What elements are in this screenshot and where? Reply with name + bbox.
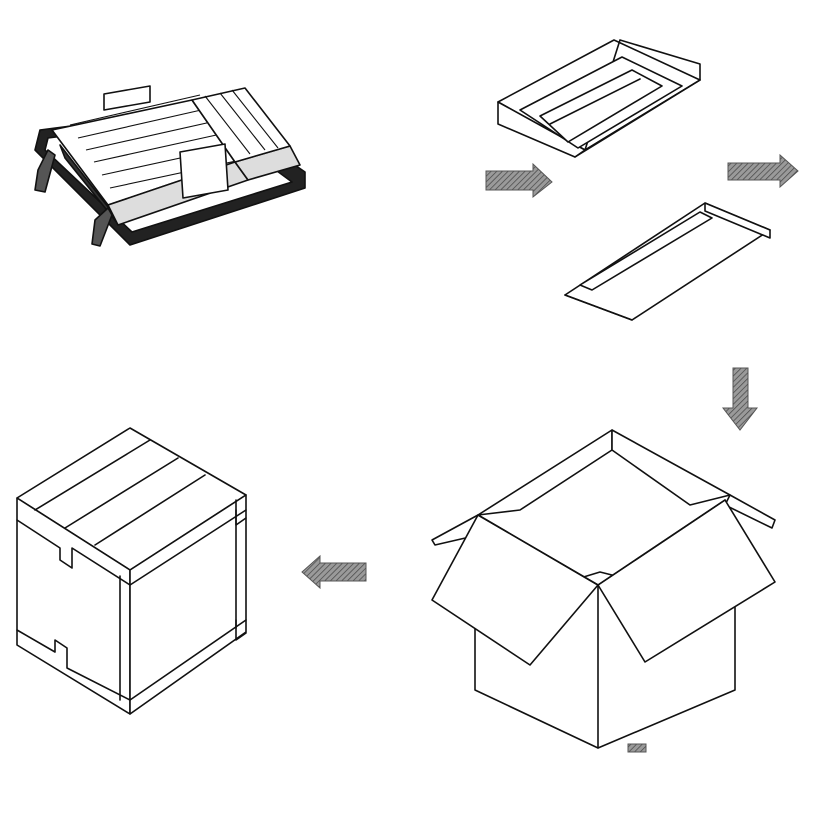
open-carton-icon bbox=[432, 430, 775, 748]
arrow-left-icon bbox=[302, 556, 366, 588]
mounting-bracket bbox=[35, 150, 55, 192]
arrow-right-icon bbox=[486, 164, 552, 197]
arrow-up-icon bbox=[628, 744, 646, 752]
driver-box bbox=[104, 86, 150, 110]
arrow-right-icon bbox=[728, 155, 798, 187]
mounting-bracket bbox=[92, 208, 112, 246]
led-fixture-icon bbox=[35, 86, 305, 246]
driver-box bbox=[180, 144, 228, 198]
arrow-down-icon bbox=[723, 368, 757, 430]
sealed-carton-icon bbox=[17, 428, 246, 714]
